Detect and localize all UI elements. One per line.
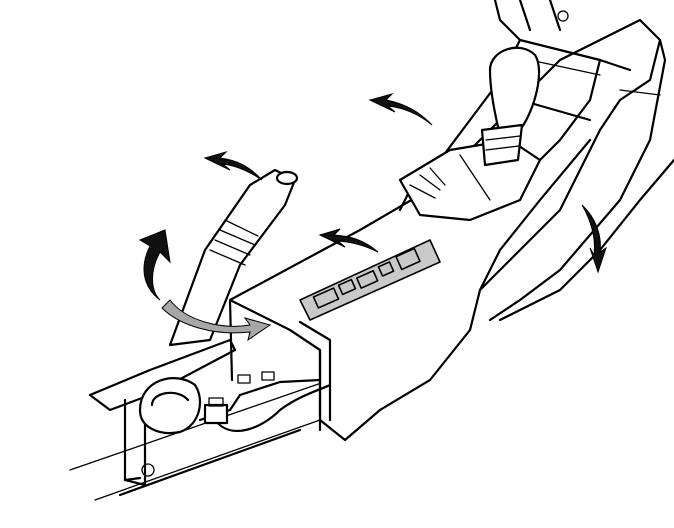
- arrow-icon: [138, 93, 607, 342]
- shift-knob: [480, 46, 541, 167]
- mounting-bracket: [123, 371, 322, 487]
- console-body: [228, 18, 674, 442]
- connector: [203, 397, 229, 425]
- wiring-harness: [213, 383, 332, 432]
- console-trim-panel: [398, 0, 661, 212]
- floor-lines: [69, 379, 331, 501]
- parking-brake-lever: [88, 168, 299, 412]
- switch-panel: [299, 239, 441, 321]
